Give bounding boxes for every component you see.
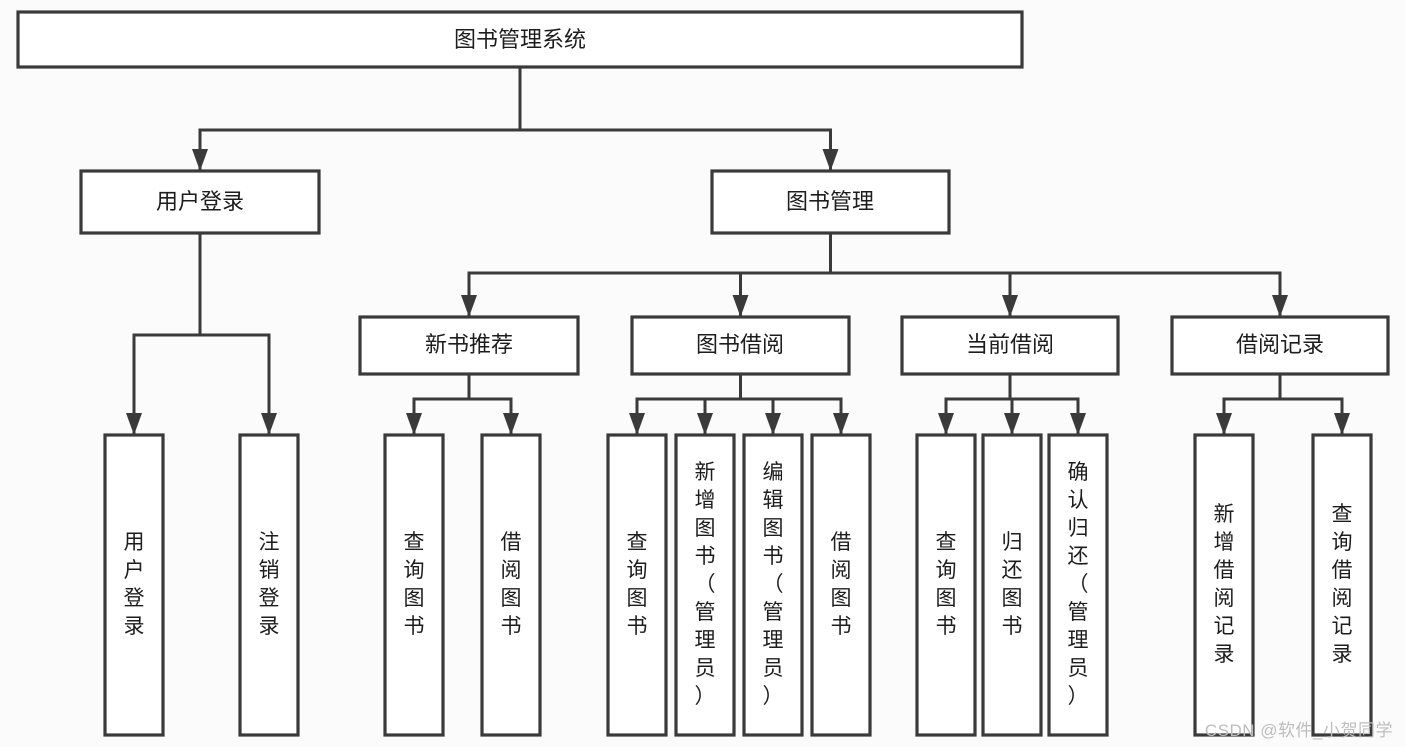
node-leaf-edit-book-label: 编辑图书（管理员） (763, 461, 784, 708)
node-leaf-user-login-box[interactable] (103, 433, 165, 737)
arrow-head-icon (765, 413, 781, 435)
node-user-login[interactable]: 用户登录 (79, 169, 321, 235)
arrow-head-icon (1334, 413, 1350, 435)
node-leaf-query-book-rec-box[interactable] (383, 433, 445, 737)
node-leaf-borrow-book-bor-box[interactable] (810, 433, 872, 737)
node-new-book-recommend-box[interactable] (358, 315, 580, 376)
node-leaf-return-book-box[interactable] (981, 433, 1043, 737)
node-leaf-add-record-label: 新增借阅记录 (1214, 503, 1235, 666)
arrow-head-icon (1004, 413, 1020, 435)
node-leaf-edit-book-box[interactable] (742, 433, 804, 737)
node-leaf-user-login-label: 用户登录 (124, 531, 145, 638)
node-book-borrow-label: 图书借阅 (696, 332, 784, 357)
node-root[interactable]: 图书管理系统 (16, 10, 1024, 69)
arrow-head-icon (822, 149, 839, 171)
node-current-borrow-box[interactable] (900, 315, 1120, 376)
node-root-label: 图书管理系统 (454, 27, 586, 52)
node-leaf-user-login[interactable]: 用户登录 (103, 433, 165, 737)
node-leaf-confirm-return-label: 确认归还（管理员） (1068, 461, 1089, 708)
node-leaf-logout-label: 注销登录 (259, 531, 280, 638)
node-leaf-query-book-bor-box[interactable] (606, 433, 668, 737)
arrow-head-icon (406, 413, 422, 435)
node-leaf-add-record-box[interactable] (1193, 433, 1255, 737)
node-borrow-record-box[interactable] (1170, 315, 1390, 376)
arrow-head-icon (261, 413, 277, 435)
arrow-head-icon (1216, 413, 1232, 435)
node-leaf-query-record-box[interactable] (1311, 433, 1373, 737)
arrow-head-icon (833, 413, 849, 435)
node-leaf-confirm-return-box[interactable] (1047, 433, 1109, 737)
node-leaf-return-book[interactable]: 归还图书 (981, 433, 1043, 737)
node-book-borrow[interactable]: 图书借阅 (630, 315, 851, 376)
node-borrow-record-label: 借阅记录 (1236, 332, 1324, 357)
node-leaf-query-record-label: 查询借阅记录 (1332, 503, 1353, 666)
node-leaf-borrow-book-rec-box[interactable] (480, 433, 542, 737)
node-leaf-confirm-return[interactable]: 确认归还（管理员） (1047, 433, 1109, 737)
node-book-manage-label: 图书管理 (786, 189, 874, 214)
node-borrow-record[interactable]: 借阅记录 (1170, 315, 1390, 376)
node-leaf-query-book-cur[interactable]: 查询图书 (915, 433, 977, 737)
arrow-head-icon (938, 413, 954, 435)
node-book-manage[interactable]: 图书管理 (710, 169, 951, 235)
node-new-book-recommend-label: 新书推荐 (425, 332, 513, 357)
node-leaf-logout[interactable]: 注销登录 (238, 433, 300, 737)
node-root-box[interactable] (16, 10, 1024, 69)
node-leaf-add-book[interactable]: 新增图书（管理员） (674, 433, 736, 737)
arrow-head-icon (1002, 295, 1018, 317)
node-leaf-add-book-label: 新增图书（管理员） (695, 461, 716, 708)
node-new-book-recommend[interactable]: 新书推荐 (358, 315, 580, 376)
arrow-head-icon (461, 295, 477, 317)
node-leaf-return-book-label: 归还图书 (1002, 531, 1023, 638)
node-leaf-query-book-cur-box[interactable] (915, 433, 977, 737)
node-leaf-logout-box[interactable] (238, 433, 300, 737)
node-leaf-edit-book[interactable]: 编辑图书（管理员） (742, 433, 804, 737)
node-leaf-add-record[interactable]: 新增借阅记录 (1193, 433, 1255, 737)
node-book-manage-box[interactable] (710, 169, 951, 235)
arrow-head-icon (192, 149, 208, 171)
arrow-head-icon (503, 413, 519, 435)
connector-layer (126, 65, 1350, 436)
arrow-head-icon (629, 413, 645, 435)
node-leaf-query-book-cur-label: 查询图书 (936, 531, 957, 638)
arrow-head-icon (1272, 295, 1288, 317)
arrow-head-icon (1070, 413, 1086, 435)
arrow-head-icon (697, 413, 713, 435)
node-leaf-borrow-book-rec-label: 借阅图书 (501, 531, 522, 638)
node-leaf-borrow-book-bor[interactable]: 借阅图书 (810, 433, 872, 737)
node-leaf-add-book-box[interactable] (674, 433, 736, 737)
node-user-login-label: 用户登录 (156, 189, 244, 214)
node-current-borrow-label: 当前借阅 (966, 332, 1054, 357)
arrow-head-icon (126, 413, 142, 435)
node-leaf-borrow-book-bor-label: 借阅图书 (831, 531, 852, 638)
node-user-login-box[interactable] (79, 169, 321, 235)
node-book-borrow-box[interactable] (630, 315, 851, 376)
arrow-head-icon (732, 295, 749, 317)
node-leaf-query-record[interactable]: 查询借阅记录 (1311, 433, 1373, 737)
node-leaf-query-book-rec-label: 查询图书 (404, 531, 425, 638)
node-leaf-query-book-bor-label: 查询图书 (627, 531, 648, 638)
node-leaf-query-book-bor[interactable]: 查询图书 (606, 433, 668, 737)
node-current-borrow[interactable]: 当前借阅 (900, 315, 1120, 376)
node-leaf-borrow-book-rec[interactable]: 借阅图书 (480, 433, 542, 737)
node-leaf-query-book-rec[interactable]: 查询图书 (383, 433, 445, 737)
leaf-node-layer: 用户登录 注销登录 查询图书 借阅图书 查询图书 新增图书（管理员） 编辑图书（管理员） 借阅… (103, 433, 1373, 737)
